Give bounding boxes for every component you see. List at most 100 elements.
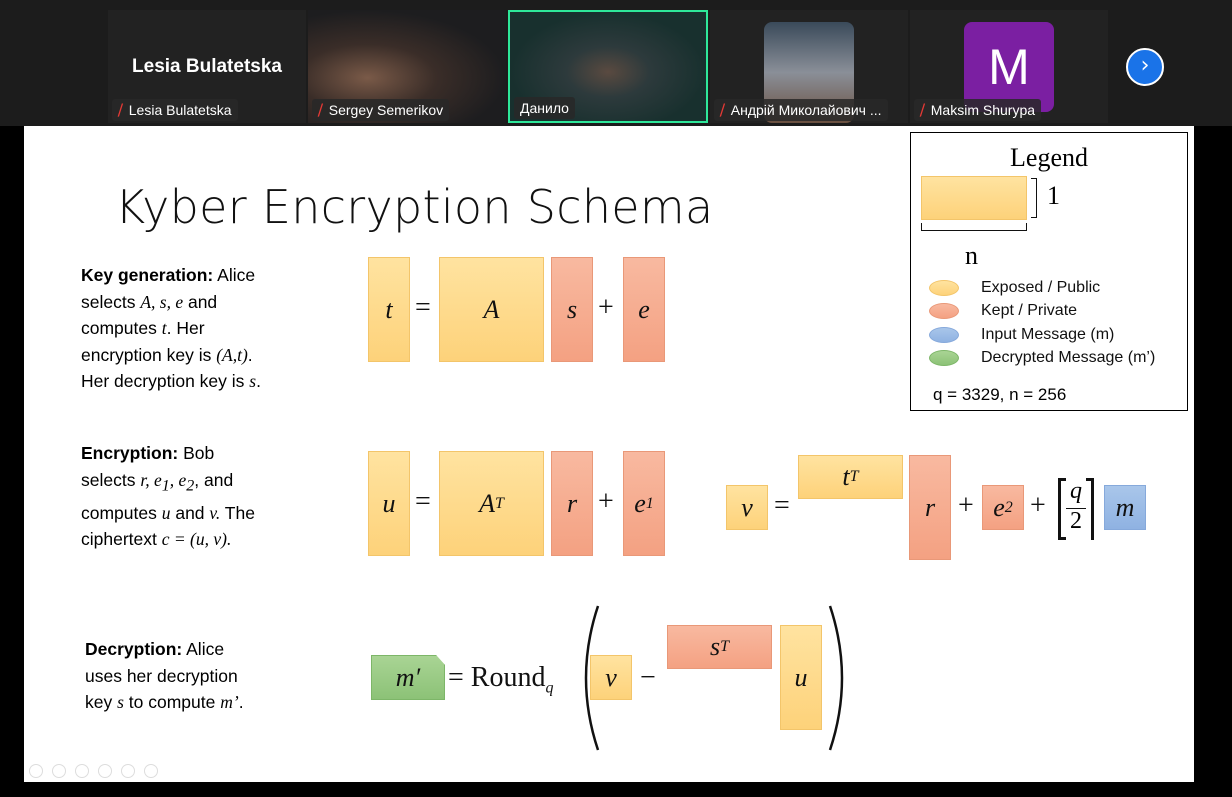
- participant-name: Sergey Semerikov: [328, 102, 444, 118]
- decrypted-message-m-prime: m′: [371, 655, 445, 700]
- text: to compute: [123, 692, 221, 712]
- message-m: m: [1104, 485, 1146, 530]
- next-participants-button[interactable]: ›: [1126, 48, 1164, 86]
- participant-name-tag: ⧸Lesia Bulatetska: [112, 99, 238, 121]
- bracket-tick: [1058, 478, 1066, 481]
- height-brace: [1031, 178, 1037, 218]
- math: (A,t): [216, 344, 248, 365]
- slides-icon[interactable]: [98, 764, 112, 778]
- equals: =: [415, 292, 431, 323]
- yellow-swatch-icon: [929, 280, 959, 296]
- plus: +: [1030, 490, 1046, 521]
- math: 2: [186, 477, 195, 494]
- more-icon[interactable]: [144, 764, 158, 778]
- text: selects: [81, 469, 141, 490]
- text: computes: [81, 502, 162, 523]
- text: computes: [81, 318, 162, 338]
- legend-item-input: Input Message (m): [929, 326, 1114, 344]
- legend-title: Legend: [1010, 143, 1088, 172]
- participant-tile[interactable]: M ⧸ Maksim Shurypa: [910, 10, 1108, 123]
- text: and: [170, 502, 210, 523]
- chevron-right-icon: ›: [1140, 53, 1150, 78]
- text: and: [183, 291, 218, 312]
- matrix-A: A: [439, 257, 544, 362]
- plus: +: [598, 486, 614, 517]
- pen-icon[interactable]: [75, 764, 89, 778]
- legend-height-label: 1: [1047, 181, 1060, 210]
- legend-label: Input Message (m): [981, 326, 1115, 343]
- math: v.: [209, 502, 221, 523]
- plus: +: [958, 490, 974, 521]
- scalar-v: v: [590, 655, 632, 700]
- mic-muted-icon: ⧸: [118, 102, 123, 118]
- fraction-numerator: q: [1070, 478, 1082, 504]
- decryption-label: Decryption:: [85, 639, 183, 659]
- vector-s: s: [551, 257, 593, 362]
- width-brace: [921, 223, 1027, 231]
- participant-tile[interactable]: ⧸Андрій Миколайович ...: [710, 10, 908, 123]
- mic-muted-icon: ⧸: [318, 102, 323, 118]
- math: T: [720, 638, 730, 655]
- fraction-denominator: 2: [1070, 508, 1082, 534]
- participant-name-tag: ⧸ Maksim Shurypa: [914, 99, 1042, 121]
- math: s: [709, 632, 721, 661]
- participant-tile[interactable]: Lesia Bulatetska ⧸Lesia Bulatetska: [108, 10, 306, 123]
- participant-name: Maksim Shurypa: [930, 102, 1036, 118]
- left-paren: [584, 605, 600, 751]
- avatar: M: [964, 22, 1054, 112]
- vector-e: e: [623, 257, 665, 362]
- participant-tile[interactable]: ⧸ Sergey Semerikov: [308, 10, 506, 123]
- text: Alice: [213, 265, 256, 285]
- vector-u: u: [368, 451, 410, 556]
- participant-tile-active[interactable]: Данило: [508, 10, 708, 123]
- legend-label: Kept / Private: [981, 302, 1078, 319]
- math: = Round: [448, 662, 546, 693]
- participant-name-tag: ⧸ Sergey Semerikov: [312, 99, 450, 121]
- fraction-bar: [1066, 508, 1086, 509]
- math: , e: [169, 469, 187, 490]
- green-swatch-icon: [929, 350, 959, 366]
- prev-slide-icon[interactable]: [29, 764, 43, 778]
- right-paren: [828, 605, 844, 751]
- vector-r: r: [551, 451, 593, 556]
- math: u: [161, 502, 171, 523]
- zoom-icon[interactable]: [121, 764, 135, 778]
- text: . Her: [166, 318, 205, 338]
- bracket-tick: [1058, 537, 1066, 540]
- minus: −: [640, 662, 656, 693]
- participant-display-name: Lesia Bulatetska: [132, 56, 282, 77]
- participant-strip: Lesia Bulatetska ⧸Lesia Bulatetska ⧸ Serg…: [0, 0, 1232, 126]
- text: Alice: [182, 639, 225, 659]
- participant-name: Данило: [520, 100, 569, 116]
- round-function: = Roundq: [448, 662, 553, 698]
- rounding-brackets: q 2: [1058, 478, 1094, 540]
- text: Bob: [178, 443, 215, 463]
- text: .: [256, 371, 261, 391]
- math: 1: [161, 477, 170, 494]
- scalar-v: v: [726, 485, 768, 530]
- participant-name-tag: ⧸Андрій Миколайович ...: [714, 99, 888, 121]
- math: A: [479, 488, 495, 518]
- mic-muted-icon: ⧸: [920, 102, 925, 118]
- text: ciphertext: [81, 529, 162, 549]
- math: t: [161, 318, 167, 338]
- participant-name-tag: Данило: [514, 97, 575, 119]
- participant-name: Андрій Миколайович ...: [730, 102, 882, 118]
- vector-t: t: [368, 257, 410, 362]
- text: Her decryption key is: [81, 371, 250, 391]
- math: 1: [645, 494, 654, 512]
- equals: =: [415, 486, 431, 517]
- vector-u: u: [780, 625, 822, 730]
- legend-width-label: n: [965, 241, 978, 270]
- next-slide-icon[interactable]: [52, 764, 66, 778]
- text: The: [220, 502, 255, 523]
- text: , and: [194, 469, 234, 490]
- salmon-swatch-icon: [929, 303, 959, 319]
- legend-size-box: [921, 176, 1027, 220]
- math: c = (u, v).: [161, 529, 232, 549]
- encryption-label: Encryption:: [81, 443, 179, 463]
